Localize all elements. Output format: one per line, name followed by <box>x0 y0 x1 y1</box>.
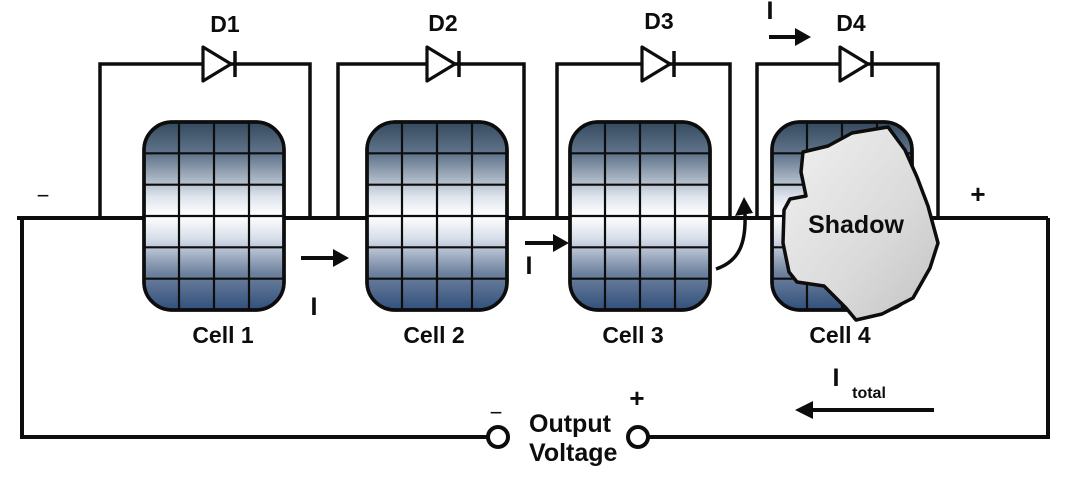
cell-3-label: Cell 3 <box>602 322 663 348</box>
cell-4-label: Cell 4 <box>809 322 871 348</box>
terminal-negative-sign: − <box>490 400 503 425</box>
current-label-into-d4: I <box>767 0 774 25</box>
cell-3 <box>568 120 712 312</box>
cell-1 <box>142 120 286 312</box>
diode-d2-triangle <box>425 45 457 83</box>
i-total-arrow <box>795 401 934 419</box>
bus-positive-sign: + <box>970 179 985 209</box>
diode-d4: D4 <box>836 10 874 83</box>
cell-2 <box>365 120 509 312</box>
cell-1-grid <box>144 122 284 310</box>
diode-d3-triangle <box>640 45 672 83</box>
bus-negative-sign: − <box>37 183 50 208</box>
diode-d3-label: D3 <box>644 8 673 34</box>
cell-3-grid <box>570 122 710 310</box>
diode-d2: D2 <box>425 10 461 83</box>
diode-d1: D1 <box>201 11 240 83</box>
i-total-symbol: I <box>833 364 840 392</box>
i-total-subscript: total <box>852 385 886 402</box>
cell-2-label: Cell 2 <box>403 322 464 348</box>
diode-d2-label: D2 <box>428 10 457 36</box>
current-label-cell2-cell3: I <box>526 252 533 280</box>
shadow-label: Shadow <box>808 211 904 239</box>
current-arrow-cell2-cell3 <box>525 234 569 252</box>
terminal-positive-sign: + <box>629 383 644 413</box>
output-terminal-negative <box>486 425 510 449</box>
cell-2-grid <box>367 122 507 310</box>
current-arrow-cell1-cell2 <box>301 249 349 267</box>
diode-d1-label: D1 <box>210 11 240 37</box>
right-return-wire <box>648 218 1050 439</box>
output-terminal-positive <box>626 425 650 449</box>
diode-d3: D3 <box>640 8 676 83</box>
output-voltage-label-line1: Output <box>529 410 612 438</box>
bypass-current-curved-arrow <box>715 197 753 271</box>
current-label-cell1-cell2: I <box>311 293 318 321</box>
output-voltage-label-line2: Voltage <box>529 439 618 467</box>
diode-d1-triangle <box>201 45 233 83</box>
current-arrow-into-d4 <box>769 28 811 46</box>
cell-1-label: Cell 1 <box>192 322 254 348</box>
shadow-shape <box>781 125 940 322</box>
diode-d4-label: D4 <box>836 10 866 36</box>
diode-d4-triangle <box>838 45 870 83</box>
left-return-wire <box>20 218 488 439</box>
